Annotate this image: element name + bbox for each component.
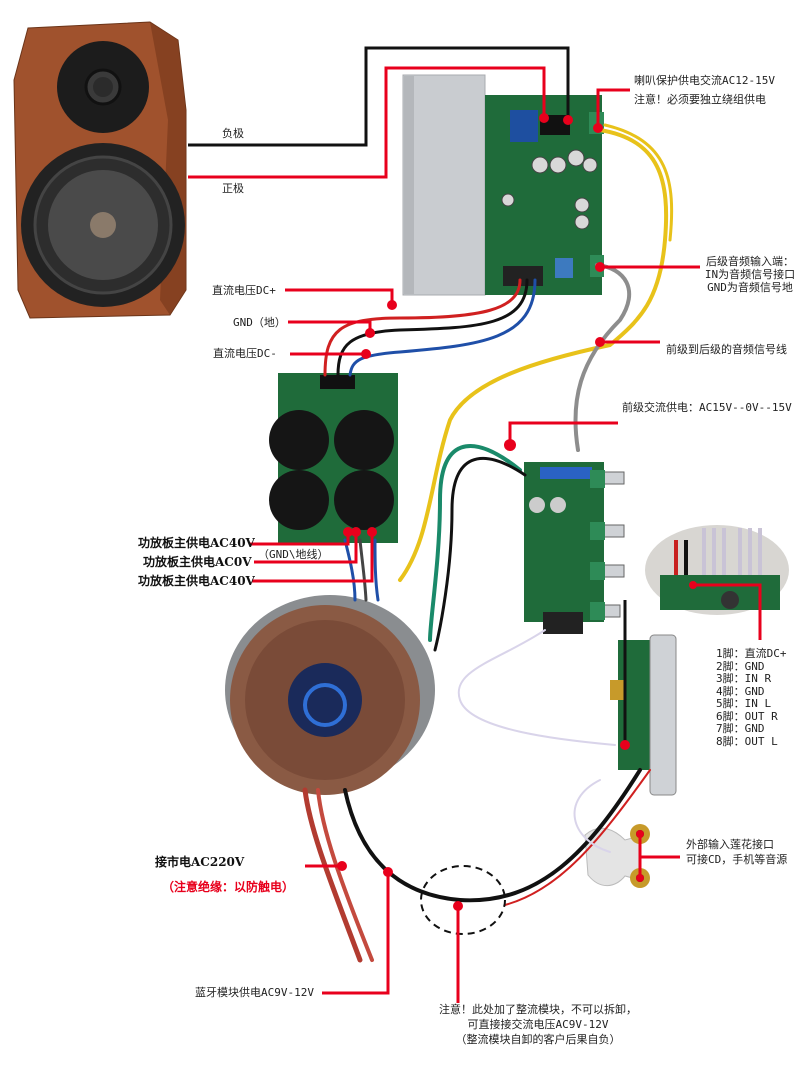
- rca-input-label: 外部输入莲花接口: [686, 838, 774, 851]
- rear-input-gnd-desc: GND为音频信号地: [707, 281, 793, 294]
- bt-pin-2: 2脚：GND: [716, 659, 765, 673]
- pre-to-post-signal-label: 前级到后级的音频信号线: [666, 343, 787, 356]
- amp-main-ac0v-label: 功放板主供电AC0V: [143, 555, 252, 569]
- speaker-negative-label: 负极: [222, 127, 244, 140]
- bt-pin-5: 5脚：IN L: [716, 697, 772, 710]
- rectifier-note-line-1: 注意！此处加了整流模块，不可以拆卸，: [439, 1003, 637, 1016]
- bt-pinout-list: 1脚：直流DC+ 2脚：GND 3脚：IN R 4脚：GND 5脚：IN L 6…: [716, 647, 787, 748]
- speaker-protect-supply-label: 喇叭保护供电交流AC12-15V: [634, 74, 775, 87]
- power-amp-board: [402, 74, 604, 296]
- annotation-lines: [188, 46, 762, 1003]
- preamp-tone-board: [524, 462, 625, 634]
- bt-module-supply-label: 蓝牙模块供电AC9V-12V: [195, 986, 314, 999]
- rca-source-label: 可接CD，手机等音源: [686, 853, 788, 866]
- bt-pin-1: 1脚：直流DC+: [716, 647, 787, 660]
- bt-pin-7: 7脚：GND: [716, 722, 765, 735]
- bt-pin-3: 3脚：IN R: [716, 672, 772, 685]
- annotation-dots: [337, 113, 697, 911]
- bt-pin-6: 6脚：OUT R: [716, 709, 778, 723]
- gnd-ground-wire-label: （GND\地线）: [258, 548, 329, 561]
- toroidal-transformer: [225, 595, 435, 795]
- independent-winding-warning: 注意！必须要独立绕组供电: [634, 93, 766, 106]
- mains-input-label: 接市电AC220V: [155, 855, 245, 869]
- speaker: [13, 21, 187, 319]
- amp-main-ac40v-label-2: 功放板主供电AC40V: [138, 574, 255, 588]
- heatsink: [402, 74, 486, 296]
- dc-minus-label: 直流电压DC-: [213, 347, 277, 360]
- rear-input-heading: 后级音频输入端：: [706, 255, 794, 268]
- bt-pin-8: 8脚：OUT L: [716, 734, 778, 748]
- rectifier-note-line-3: （整流模块自卸的客户后果自负）: [455, 1033, 621, 1046]
- bt-pin-4: 4脚：GND: [716, 684, 765, 698]
- connector-zoom-callout: [645, 525, 789, 615]
- dc-plus-label: 直流电压DC+: [212, 284, 276, 297]
- gnd-label: GND（地）: [233, 316, 286, 329]
- rectifier-note-line-2: 可直接接交流电压AC9V-12V: [467, 1018, 609, 1031]
- amp-main-ac40v-label-1: 功放板主供电AC40V: [138, 536, 255, 550]
- psu-capacitor-board: [269, 373, 398, 543]
- speaker-positive-label: 正极: [222, 182, 244, 195]
- preamp-ac-supply-label: 前级交流供电：AC15V--0V--15V: [622, 401, 792, 414]
- rear-input-in-desc: IN为音频信号接口: [704, 268, 796, 281]
- bluetooth-module: [610, 634, 677, 796]
- insulation-warning: （注意绝缘：以防触电）: [162, 880, 295, 894]
- rectifier-highlight-circle: [420, 865, 506, 935]
